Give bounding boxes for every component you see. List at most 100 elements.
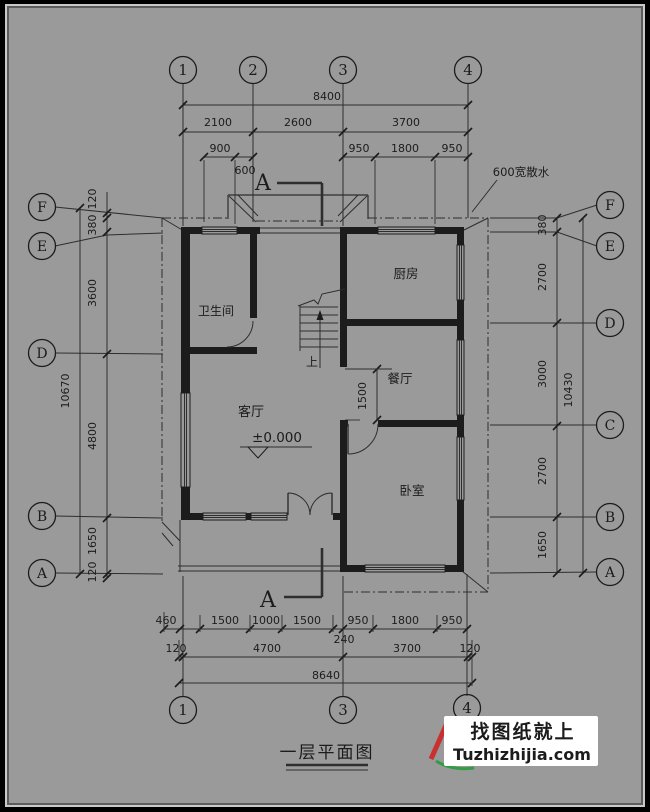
dim-tick — [552, 318, 562, 328]
window — [202, 512, 247, 521]
dim: 2100 — [204, 116, 232, 129]
wall-segment — [340, 227, 378, 234]
wall-segment — [250, 227, 257, 318]
grid-circle — [595, 557, 625, 587]
wall-segment — [237, 227, 260, 234]
dim-tick — [174, 678, 184, 688]
dim: 2700 — [536, 263, 549, 291]
apron-miter — [461, 217, 489, 232]
door-arc-entry-left — [287, 492, 311, 516]
dim-tick — [338, 624, 348, 634]
dim-tick — [338, 152, 348, 162]
dim: 3700 — [393, 642, 421, 655]
grid-leader — [54, 352, 164, 355]
grid-circle — [238, 55, 268, 85]
dim-tick — [372, 415, 382, 425]
dim-tick — [178, 127, 188, 137]
porch-flare — [237, 194, 259, 217]
dim: 120 — [86, 189, 99, 210]
wall-segment — [457, 500, 464, 572]
dim-tick — [102, 349, 112, 359]
grid-circle-label: 2 — [248, 61, 258, 79]
dim: 950 — [442, 142, 463, 155]
porch-flare — [337, 194, 359, 217]
dim-tick — [338, 127, 348, 137]
dim-tick — [338, 652, 348, 662]
room-label-bedroom: 卧室 — [399, 483, 424, 498]
dim: 1500 — [211, 614, 239, 627]
window — [377, 226, 436, 235]
room-label-dining: 餐厅 — [387, 371, 412, 386]
dim-tick — [102, 513, 112, 523]
dim-right-total: 10430 — [562, 373, 575, 408]
porch-flare — [339, 195, 368, 223]
dim-left-total: 10670 — [59, 374, 72, 409]
dim-tick — [552, 512, 562, 522]
apron-miter — [461, 570, 489, 593]
grid-circle-label: 4 — [463, 61, 473, 79]
grid-leader — [489, 571, 598, 574]
window — [180, 392, 191, 488]
room-label-living: 客厅 — [238, 404, 264, 420]
grid-circle-label: B — [605, 510, 615, 526]
grid-circle — [27, 231, 57, 261]
dim-tick — [430, 152, 440, 162]
wall-segment — [181, 227, 190, 393]
grid-circle-label: E — [37, 239, 47, 255]
elevation-label: ±0.000 — [252, 430, 302, 446]
dim-tick — [552, 227, 562, 237]
grid-circle-label: D — [604, 316, 615, 332]
grid-leader — [54, 572, 164, 575]
grid-circle-label: E — [605, 239, 615, 255]
dim-tick — [230, 152, 240, 162]
grid-circle — [168, 695, 198, 725]
dim-tick — [578, 568, 588, 578]
dim: 1800 — [391, 142, 419, 155]
dim-tick — [102, 213, 112, 223]
window — [456, 339, 465, 416]
dim-tick — [75, 569, 85, 579]
dim: 600 — [235, 164, 256, 177]
window — [250, 512, 288, 521]
dim: 2600 — [284, 116, 312, 129]
grid-leader — [54, 206, 164, 219]
dim-tick — [370, 152, 380, 162]
apron-miter — [161, 532, 174, 547]
dim: 950 — [442, 614, 463, 627]
wall-segment — [340, 319, 464, 326]
wall-segment — [378, 420, 464, 427]
wall-segment — [246, 513, 251, 520]
wall-segment — [181, 347, 257, 354]
dim-tick — [175, 624, 185, 634]
wall-segment — [340, 565, 365, 572]
dim-dining-opening: 1500 — [356, 382, 369, 410]
dim: 1800 — [391, 614, 419, 627]
window — [201, 226, 238, 235]
dim-tick — [178, 652, 188, 662]
stair-arrow-head — [316, 310, 324, 320]
dim: 4700 — [253, 642, 281, 655]
dim-wall-thickness: 240 — [334, 633, 355, 646]
apron-note-leader — [471, 179, 498, 213]
dim: 380 — [86, 215, 99, 236]
apron-miter — [161, 521, 181, 542]
grid-circle — [328, 55, 358, 85]
grid-circle — [168, 55, 198, 85]
wall-segment — [340, 227, 347, 326]
grid-circle — [27, 338, 57, 368]
dim-tick — [463, 152, 473, 162]
watermark-box — [444, 716, 598, 766]
dim: 120 — [86, 562, 99, 583]
wall-segment — [181, 487, 190, 520]
dim-tick — [102, 227, 112, 237]
elevation-triangle — [246, 446, 270, 459]
dim-tick — [463, 652, 473, 662]
dim: 3000 — [536, 360, 549, 388]
grid-circle — [595, 231, 625, 261]
section-label-top: A — [254, 171, 272, 196]
stairs-up-label: 上 — [306, 355, 318, 369]
wall-segment — [333, 513, 347, 520]
dim-tick — [178, 100, 188, 110]
dim-tick — [75, 203, 85, 213]
